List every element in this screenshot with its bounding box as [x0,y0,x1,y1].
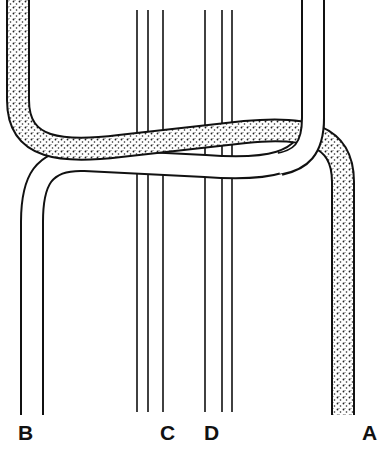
cord-label: D [204,422,219,443]
stippled-cord [18,0,343,415]
cord-label: B [18,422,33,443]
cord-label: A [362,422,377,443]
white-cord [32,0,313,415]
cord-label: C [160,422,175,443]
white-cord-over [278,96,313,164]
filler-cords [137,10,232,412]
